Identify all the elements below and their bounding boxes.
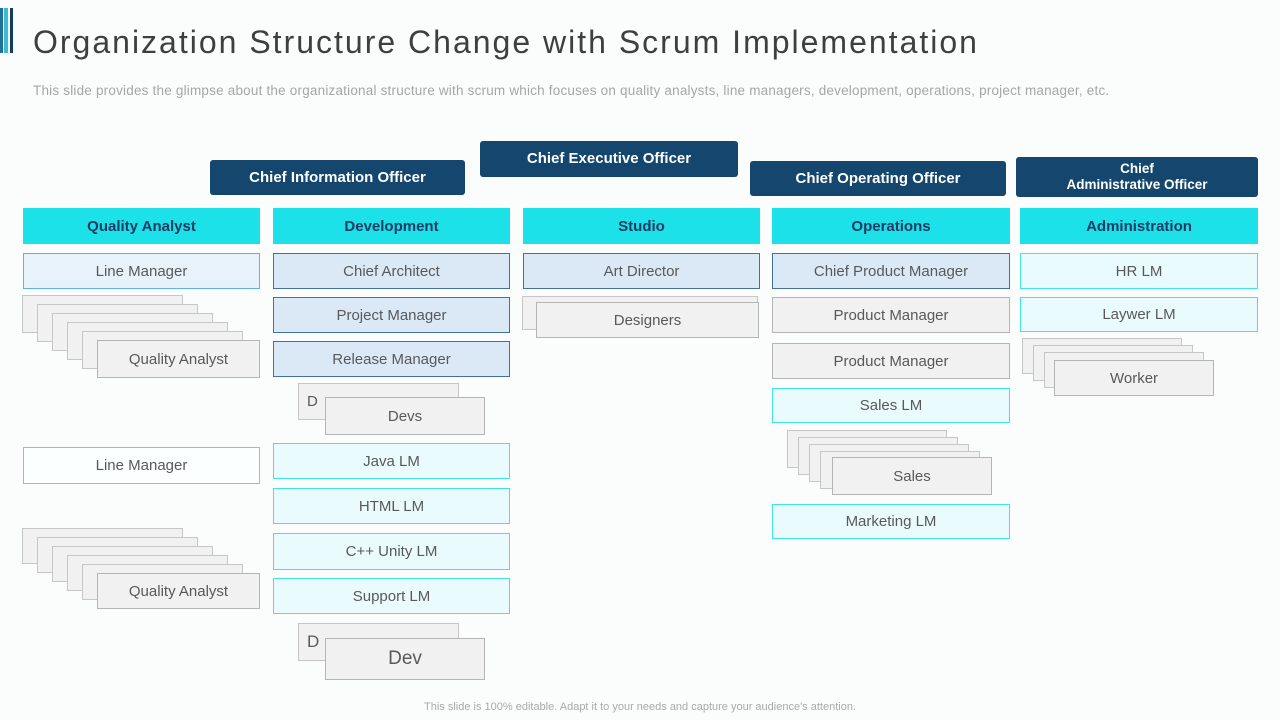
- node-devs: Devs: [325, 397, 485, 435]
- accent-bar-2: [4, 8, 8, 53]
- exec-box-cao-line2: Administrative Officer: [1066, 177, 1208, 192]
- node-art-director: Art Director: [523, 253, 760, 289]
- slide-footer-note: This slide is 100% editable. Adapt it to…: [424, 701, 856, 713]
- accent-bar-3: [10, 8, 13, 53]
- node-marketing-lm: Marketing LM: [772, 504, 1010, 539]
- page-subtitle: This slide provides the glimpse about th…: [33, 83, 1110, 98]
- node-worker: Worker: [1054, 360, 1214, 396]
- node-html-lm: HTML LM: [273, 488, 510, 524]
- col-header-studio: Studio: [523, 208, 760, 244]
- page-title: Organization Structure Change with Scrum…: [33, 24, 979, 60]
- node-line-manager-2: Line Manager: [23, 447, 260, 484]
- node-cpp-unity-lm: C++ Unity LM: [273, 533, 510, 570]
- exec-box-cao-line1: Chief: [1120, 161, 1154, 177]
- col-header-development: Development: [273, 208, 510, 244]
- node-sales-lm: Sales LM: [772, 388, 1010, 423]
- exec-box-cao: Chief Administrative Officer: [1016, 157, 1258, 197]
- node-designers: Designers: [536, 302, 759, 338]
- node-quality-analyst-1: Quality Analyst: [97, 340, 260, 378]
- node-release-manager: Release Manager: [273, 341, 510, 377]
- node-chief-architect: Chief Architect: [273, 253, 510, 289]
- node-java-lm: Java LM: [273, 443, 510, 479]
- node-laywer-lm: Laywer LM: [1020, 297, 1258, 332]
- node-support-lm: Support LM: [273, 578, 510, 614]
- node-sales: Sales: [832, 457, 992, 495]
- node-dev: Dev: [325, 638, 485, 680]
- exec-box-ceo: Chief Executive Officer: [480, 141, 738, 177]
- exec-box-cio: Chief Information Officer: [210, 160, 465, 195]
- node-quality-analyst-2: Quality Analyst: [97, 573, 260, 609]
- node-project-manager: Project Manager: [273, 297, 510, 333]
- accent-bar-1: [0, 8, 3, 53]
- exec-box-coo: Chief Operating Officer: [750, 161, 1006, 196]
- node-line-manager-1: Line Manager: [23, 253, 260, 289]
- col-header-administration: Administration: [1020, 208, 1258, 244]
- node-product-manager-1: Product Manager: [772, 297, 1010, 333]
- node-chief-product-manager: Chief Product Manager: [772, 253, 1010, 289]
- col-header-quality-analyst: Quality Analyst: [23, 208, 260, 244]
- col-header-operations: Operations: [772, 208, 1010, 244]
- node-hr-lm: HR LM: [1020, 253, 1258, 289]
- node-product-manager-2: Product Manager: [772, 343, 1010, 379]
